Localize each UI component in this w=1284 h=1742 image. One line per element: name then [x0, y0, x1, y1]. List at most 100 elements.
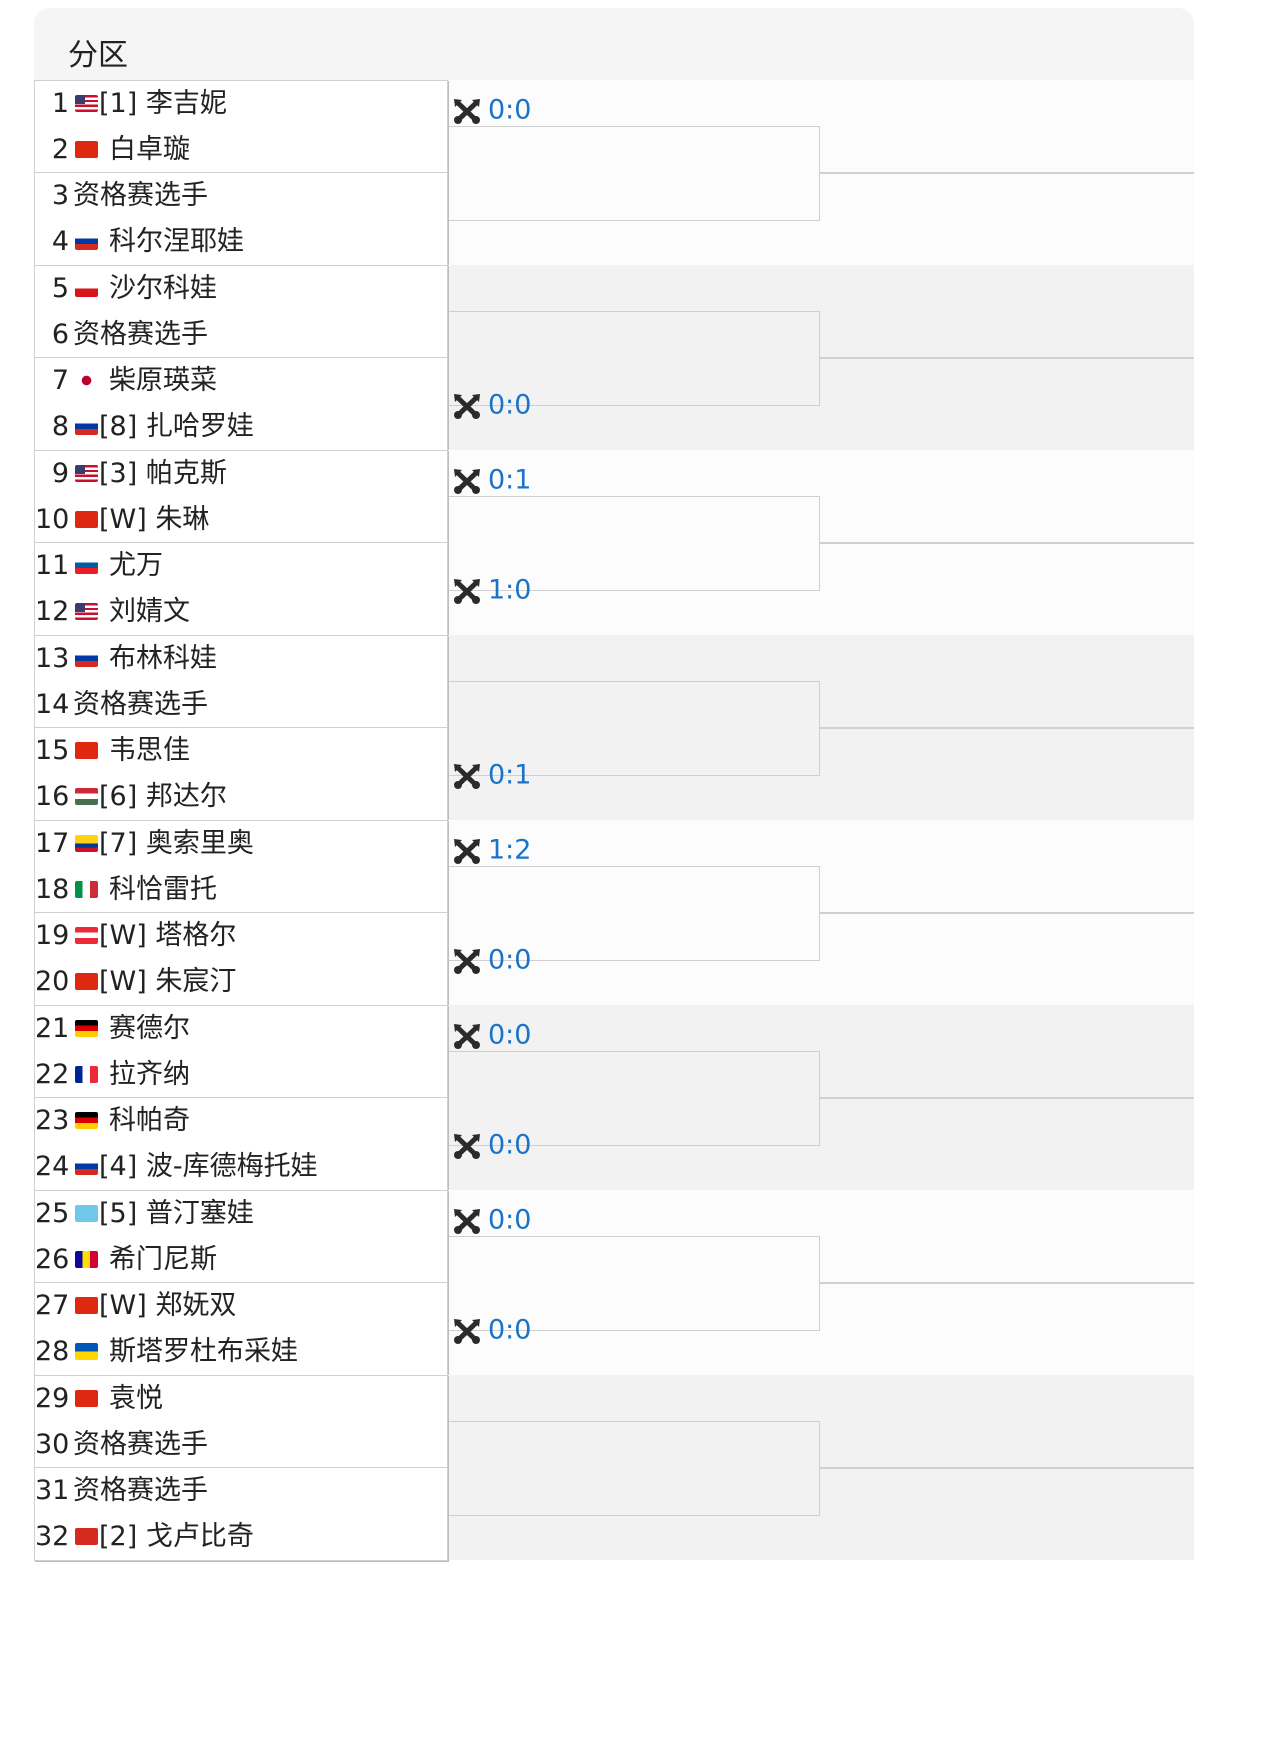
player-name[interactable]: 科帕奇	[109, 1105, 190, 1136]
player-name[interactable]: 白卓璇	[109, 134, 190, 165]
player-name[interactable]: 刘婧文	[109, 596, 190, 627]
player-row[interactable]: 8[8] 扎哈罗娃	[35, 404, 449, 450]
player-name[interactable]: 袁悦	[109, 1383, 163, 1414]
h2h-score-link[interactable]: 1:2	[452, 832, 531, 868]
player-row[interactable]: 19[W] 塔格尔	[35, 913, 449, 959]
h2h-score[interactable]: 0:1	[488, 464, 532, 496]
h2h-score-link[interactable]: 0:0	[452, 1127, 531, 1163]
player-name[interactable]: [W] 朱琳	[99, 504, 210, 535]
h2h-score[interactable]: 0:0	[488, 389, 532, 421]
player-name[interactable]: [W] 塔格尔	[99, 920, 237, 951]
h2h-score-link[interactable]: 0:0	[452, 92, 531, 128]
player-name[interactable]: [5] 普汀塞娃	[99, 1198, 254, 1229]
player-name[interactable]: [4] 波-库德梅托娃	[99, 1151, 318, 1182]
player-name[interactable]: [7] 奥索里奥	[99, 828, 254, 859]
h2h-score-link[interactable]: 1:0	[452, 572, 531, 608]
player-name[interactable]: 沙尔科娃	[109, 273, 217, 304]
player-name[interactable]: 科恰雷托	[109, 874, 217, 905]
player-name[interactable]: [W] 朱宸汀	[99, 966, 237, 997]
h2h-score[interactable]: 0:0	[488, 1019, 532, 1051]
player-name[interactable]: 资格赛选手	[73, 689, 208, 720]
player-row[interactable]: 10[W] 朱琳	[35, 497, 449, 543]
h2h-score[interactable]: 0:0	[488, 1204, 532, 1236]
player-name[interactable]: [1] 李吉妮	[99, 88, 227, 119]
player-name[interactable]: 赛德尔	[109, 1013, 190, 1044]
player-name[interactable]: 韦思佳	[109, 735, 190, 766]
player-name[interactable]: 尤万	[109, 550, 163, 581]
player-name[interactable]: 布林科娃	[109, 643, 217, 674]
player-name[interactable]: 资格赛选手	[73, 319, 208, 350]
player-row[interactable]: 17[7] 奥索里奥	[35, 821, 449, 867]
h2h-score[interactable]: 0:0	[488, 1129, 532, 1161]
h2h-score-link[interactable]: 0:0	[452, 942, 531, 978]
player-name[interactable]: [2] 戈卢比奇	[99, 1521, 254, 1552]
player-name[interactable]: 希门尼斯	[109, 1244, 217, 1275]
h2h-score-link[interactable]: 0:1	[452, 462, 531, 498]
player-name[interactable]: 资格赛选手	[73, 1475, 208, 1506]
player-name[interactable]: [3] 帕克斯	[99, 458, 227, 489]
player-name[interactable]: 柴原瑛菜	[109, 365, 217, 396]
h2h-score[interactable]: 1:2	[488, 834, 532, 866]
player-row[interactable]: 27[W] 郑妩双	[35, 1283, 449, 1329]
player-name[interactable]: 斯塔罗杜布采娃	[109, 1336, 298, 1367]
h2h-score-link[interactable]: 0:0	[452, 1017, 531, 1053]
player-row[interactable]: 24[4] 波-库德梅托娃	[35, 1144, 449, 1190]
h2h-score[interactable]: 0:0	[488, 94, 532, 126]
player-row[interactable]: 16[6] 邦达尔	[35, 774, 449, 820]
player-row[interactable]: 25[5] 普汀塞娃	[35, 1191, 449, 1237]
player-name[interactable]: 科尔涅耶娃	[109, 226, 244, 257]
player-name[interactable]: 资格赛选手	[73, 1429, 208, 1460]
player-row[interactable]: 20[W] 朱宸汀	[35, 959, 449, 1005]
player-name[interactable]: [8] 扎哈罗娃	[99, 411, 254, 442]
h2h-score[interactable]: 0:0	[488, 1314, 532, 1346]
player-name[interactable]: [W] 郑妩双	[99, 1290, 237, 1321]
h2h-score[interactable]: 1:0	[488, 574, 532, 606]
player-row[interactable]: 1[1] 李吉妮	[35, 81, 449, 127]
h2h-score-link[interactable]: 0:1	[452, 757, 531, 793]
h2h-score-link[interactable]: 0:0	[452, 1202, 531, 1238]
player-name[interactable]: 资格赛选手	[73, 180, 208, 211]
h2h-score-link[interactable]: 0:0	[452, 387, 531, 423]
h2h-score[interactable]: 0:0	[488, 944, 532, 976]
h2h-score[interactable]: 0:1	[488, 759, 532, 791]
player-name[interactable]: 拉齐纳	[109, 1059, 190, 1090]
h2h-score-link[interactable]: 0:0	[452, 1312, 531, 1348]
player-row[interactable]: 32[2] 戈卢比奇	[35, 1514, 449, 1560]
player-row[interactable]: 9[3] 帕克斯	[35, 451, 449, 497]
